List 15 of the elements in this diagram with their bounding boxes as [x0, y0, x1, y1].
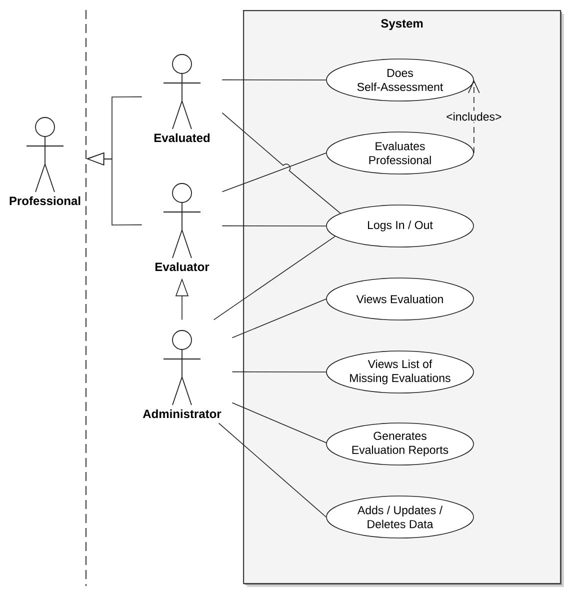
connector-line: [232, 402, 327, 444]
connector-line: [213, 236, 336, 320]
connector-line: [222, 152, 326, 192]
connector-line: [232, 298, 326, 338]
actor: Administrator: [142, 330, 222, 418]
connector-line: [232, 371, 326, 372]
actor: Evaluated: [154, 54, 210, 142]
connector-line: [218, 422, 326, 518]
connector-line: [222, 225, 326, 226]
dashed-arrow: [468, 80, 480, 154]
edge-label: <includes>: [444, 110, 504, 122]
connector-line: [222, 112, 341, 214]
connector-line: [222, 79, 326, 80]
actor: Evaluator: [155, 183, 210, 272]
actor: Professional: [10, 117, 80, 206]
